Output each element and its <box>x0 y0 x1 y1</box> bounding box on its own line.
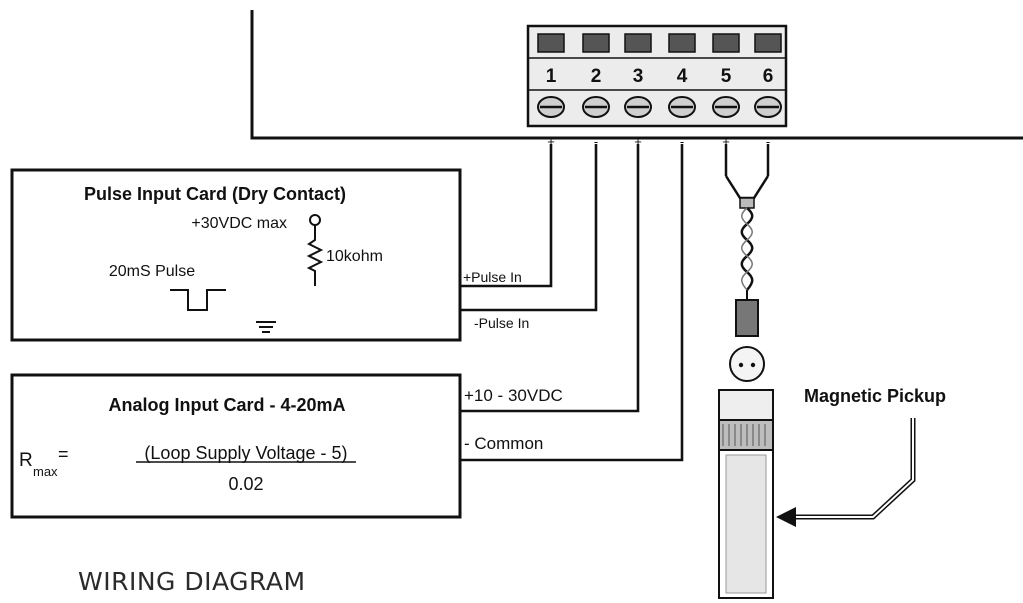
analog-card-title: Analog Input Card - 4-20mA <box>108 395 345 415</box>
terminal-tab-2 <box>582 33 610 53</box>
terminal-number-4: 4 <box>677 66 688 87</box>
analog-input-card: Analog Input Card - 4-20mA R max = (Loop… <box>10 373 462 519</box>
r-subscript: max <box>33 464 58 479</box>
formula-denominator: 0.02 <box>228 474 263 494</box>
terminal-tab-6 <box>754 33 782 53</box>
terminal-tab-1 <box>537 33 565 53</box>
resistor-icon <box>306 225 324 286</box>
terminal-polarity: + - + - + - <box>547 134 770 149</box>
formula-numerator: (Loop Supply Voltage - 5) <box>144 443 347 463</box>
pulse-label: 20mS Pulse <box>109 263 195 280</box>
r-equals: = <box>58 444 69 464</box>
terminal-screw-tabs <box>537 33 782 53</box>
terminal-polarity-1: + <box>547 134 555 149</box>
terminal-polarity-4: - <box>680 134 684 149</box>
wire-common <box>460 144 684 462</box>
terminal-number-1: 1 <box>546 66 557 87</box>
terminal-polarity-6: - <box>766 134 770 149</box>
terminal-number-2: 2 <box>591 66 602 87</box>
diagram-caption: WIRING DIAGRAM <box>78 567 306 596</box>
terminal-tab-4 <box>668 33 696 53</box>
pulse-in-positive-label: +Pulse In <box>463 269 522 285</box>
pulse-input-card: Pulse Input Card (Dry Contact) +30VDC ma… <box>10 168 462 342</box>
pulse-waveform-icon <box>170 289 226 311</box>
terminal-number-5: 5 <box>721 66 732 87</box>
terminal-numbers: 1 2 3 4 5 6 <box>546 66 774 87</box>
terminal-polarity-5: + <box>722 134 730 149</box>
supply-wire-label: +10 - 30VDC <box>464 386 563 405</box>
magnetic-pickup-label: Magnetic Pickup <box>804 386 946 406</box>
pickup-pointer-arrow-icon <box>776 418 916 527</box>
terminal-polarity-3: + <box>634 134 642 149</box>
controller-enclosure <box>250 10 1023 140</box>
terminal-polarity-2: - <box>594 134 598 149</box>
terminal-tab-5 <box>712 33 740 53</box>
ground-icon <box>256 321 276 333</box>
supply-terminal-icon <box>309 214 321 226</box>
terminal-number-6: 6 <box>763 66 774 87</box>
terminal-block: 1 2 3 4 5 6 + - + - + - <box>526 24 788 149</box>
terminal-tab-3 <box>624 33 652 53</box>
common-wire-label: - Common <box>464 434 543 453</box>
resistor-label: 10kohm <box>326 248 383 265</box>
pulse-in-negative-label: -Pulse In <box>474 315 529 331</box>
magnetic-pickup-sensor <box>718 144 774 599</box>
supply-label: +30VDC max <box>191 215 287 232</box>
terminal-number-3: 3 <box>633 66 644 87</box>
pulse-card-title: Pulse Input Card (Dry Contact) <box>84 184 346 204</box>
terminal-screws <box>537 96 782 118</box>
wire-supply-positive <box>460 144 640 413</box>
r-symbol: R <box>19 450 33 471</box>
